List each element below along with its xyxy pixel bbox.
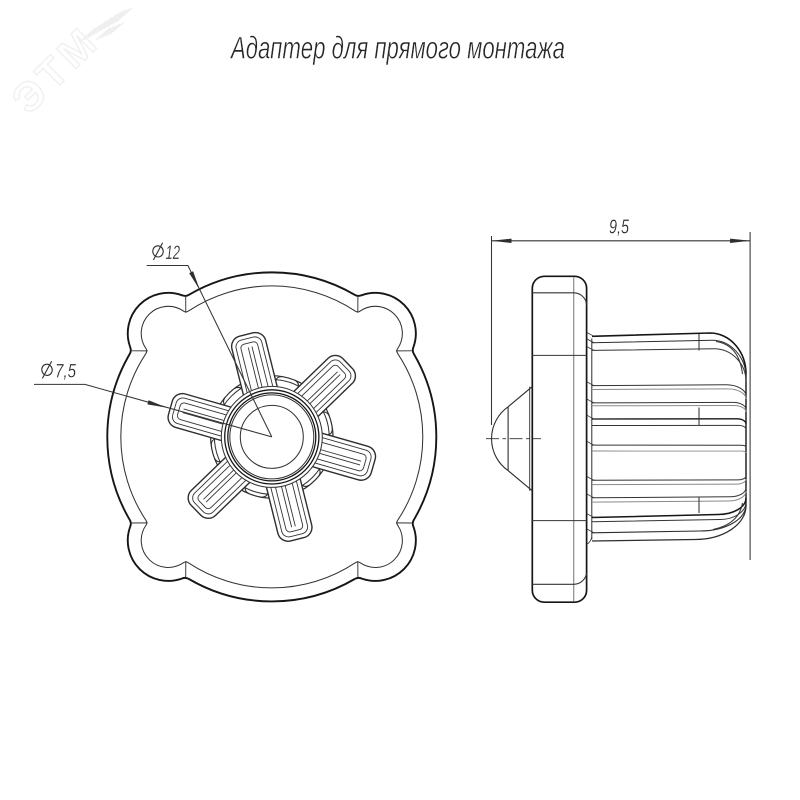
- svg-text:9,5: 9,5: [609, 217, 630, 239]
- svg-text:7,5: 7,5: [55, 360, 76, 382]
- svg-text:Адаптер для прямого монтажа: Адаптер для прямого монтажа: [230, 30, 565, 66]
- svg-text:12: 12: [166, 242, 181, 264]
